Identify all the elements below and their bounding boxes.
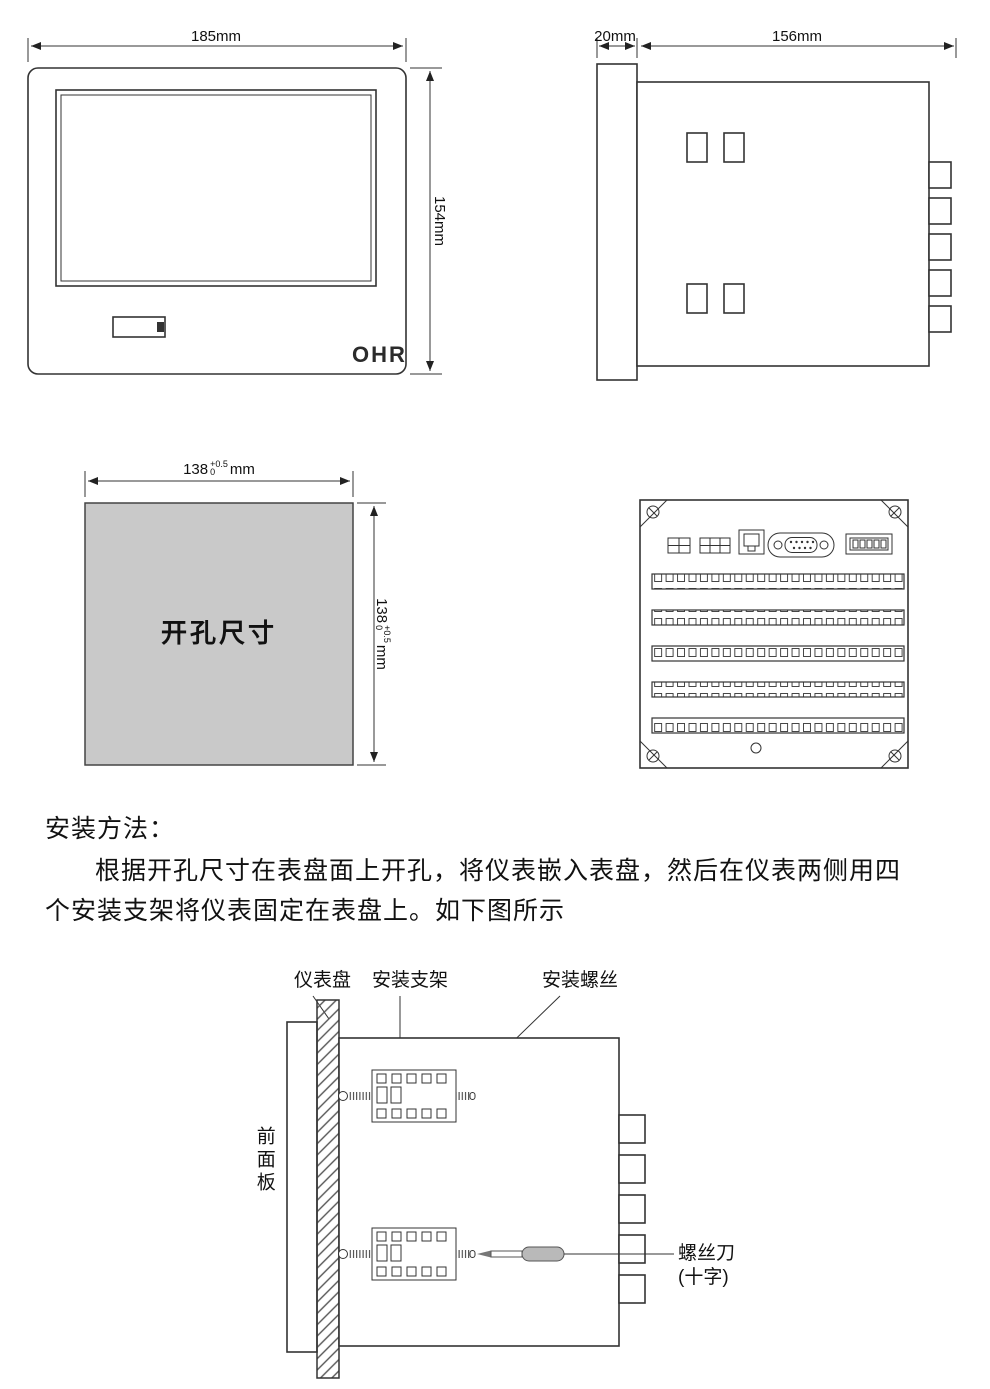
mounting-screw-thread xyxy=(348,1250,372,1258)
db9-port-icon xyxy=(767,532,835,558)
terminal-tooth xyxy=(928,161,952,189)
side-view-drawing xyxy=(596,38,957,381)
terminal-tooth xyxy=(618,1234,646,1264)
install-diagram-drawing xyxy=(286,995,674,1379)
front-panel-plate xyxy=(286,1021,318,1353)
front-width-dim: 185mm xyxy=(190,28,242,45)
power-terminal-icon xyxy=(667,537,691,554)
mounting-screw-thread xyxy=(456,1092,470,1100)
corner-screw xyxy=(888,505,902,519)
terminal-tooth xyxy=(928,269,952,297)
screwdriver-shaft xyxy=(490,1250,523,1258)
terminal-tooth xyxy=(618,1114,646,1144)
rear-view-drawing xyxy=(639,499,909,769)
corner-screw xyxy=(646,749,660,763)
cutout-title: 开孔尺寸 xyxy=(160,618,278,648)
rj45-port-icon xyxy=(738,529,765,555)
terminal-strip xyxy=(651,717,905,734)
cutout-width-unit: mm xyxy=(229,461,255,478)
mounting-bracket-bottom xyxy=(338,1227,476,1281)
cutout-width-tolerance: +0.5 0 xyxy=(210,459,228,477)
cutout-width-value: 138 xyxy=(183,461,209,478)
mounting-screw-head xyxy=(338,1091,348,1101)
cutout-height-tolerance: +0.5 0 xyxy=(374,625,392,643)
card-slot xyxy=(112,316,166,338)
mount-slot xyxy=(686,283,708,314)
terminal-tooth xyxy=(618,1154,646,1184)
cutout-drawing xyxy=(84,471,386,766)
screwdriver-type-label: (十字) xyxy=(678,1267,729,1288)
display-screen-inner xyxy=(60,94,372,282)
rear-bottom-hole xyxy=(750,742,762,754)
front-bezel-outline xyxy=(27,67,407,375)
corner-screw xyxy=(646,505,660,519)
terminal-strip xyxy=(651,681,905,698)
side-depth-dim: 20mm xyxy=(594,28,636,45)
front-height-dim: 154mm xyxy=(431,195,448,247)
screw-callout-label: 安装螺丝 xyxy=(542,970,619,991)
install-method-heading: 安装方法： xyxy=(45,815,176,843)
install-method-line1: 根据开孔尺寸在表盘面上开孔，将仪表嵌入表盘，然后在仪表两侧用四 xyxy=(95,857,902,885)
screwdriver-handle xyxy=(521,1246,565,1262)
terminal-strip xyxy=(651,645,905,662)
terminal-strip xyxy=(651,609,905,626)
front-view-drawing xyxy=(27,38,442,375)
install-method-line2: 个安装支架将仪表固定在表盘上。如下图所示 xyxy=(45,897,566,925)
mounting-panel-hatched xyxy=(316,999,340,1379)
cutout-height-value: 138 xyxy=(373,598,390,624)
terminal-tooth xyxy=(928,197,952,225)
corner-screw xyxy=(888,749,902,763)
front-panel-callout-label: 前面板 xyxy=(253,1126,275,1195)
mounting-screw-thread xyxy=(456,1250,470,1258)
cutout-square xyxy=(84,502,354,766)
side-front-bezel xyxy=(596,63,638,381)
side-length-dim: 156mm xyxy=(771,28,823,45)
screwdriver-callout-label: 螺丝刀 xyxy=(678,1243,736,1264)
panel-callout-label: 仪表盘 xyxy=(294,970,352,991)
cutout-height-dim: 138 +0.5 0 mm xyxy=(372,598,392,670)
mounting-bracket-top xyxy=(338,1069,476,1123)
cutout-width-dim: 138 +0.5 0 mm xyxy=(183,459,255,479)
terminal-tooth xyxy=(618,1274,646,1304)
mount-slot xyxy=(723,132,745,163)
bracket-callout-label: 安装支架 xyxy=(372,970,449,991)
display-screen-outer xyxy=(55,89,377,287)
mounting-screw-thread xyxy=(348,1092,372,1100)
comm-terminal-icon xyxy=(845,533,893,555)
card-slot-notch xyxy=(157,322,164,332)
mount-slot xyxy=(723,283,745,314)
terminal-tooth xyxy=(618,1194,646,1224)
mounting-screw-tip xyxy=(469,1250,476,1258)
mounting-screw-head xyxy=(338,1249,348,1259)
mount-slot xyxy=(686,132,708,163)
terminal-tooth xyxy=(928,305,952,333)
screwdriver-tip xyxy=(477,1250,491,1258)
cutout-height-unit: mm xyxy=(373,644,390,670)
side-body xyxy=(636,81,930,367)
terminal-tooth xyxy=(928,233,952,261)
relay-terminal-icon xyxy=(699,537,731,554)
terminal-strip xyxy=(651,573,905,590)
mounting-screw-tip xyxy=(469,1092,476,1100)
brand-logo: OHR xyxy=(352,342,407,367)
